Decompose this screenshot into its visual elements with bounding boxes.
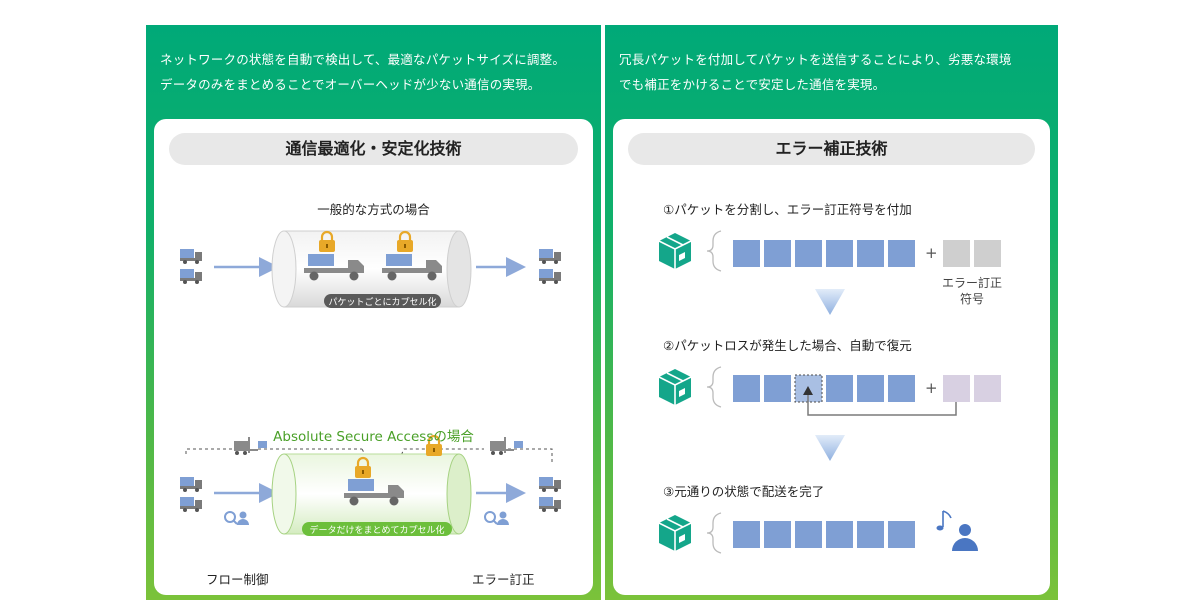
search-user-icon <box>224 510 250 526</box>
ecc-label: エラー訂正 符号 <box>931 275 1013 307</box>
cube-box-icon <box>658 232 692 270</box>
left-intro: ネットワークの状態を自動で検出して、最適なパケットサイズに調整。 データのみをま… <box>160 47 590 97</box>
general-heading: 一般的な方式の場合 <box>317 202 430 217</box>
error-correction-diagram <box>658 230 1001 554</box>
flow-control-label: フロー制御 <box>206 572 269 587</box>
general-tube-label: パケットごとにカプセル化 <box>328 298 437 308</box>
truck-icon <box>539 269 561 284</box>
right-intro-line1: 冗長パケットを付加してパケットを送信することにより、劣悪な環境 <box>619 52 1012 67</box>
packet-row-1 <box>733 240 1001 267</box>
right-panel: 冗長パケットを付加してパケットを送信することにより、劣悪な環境 でも補正をかける… <box>605 25 1058 600</box>
packet-row-3 <box>733 521 915 548</box>
left-intro-line1: ネットワークの状態を自動で検出して、最適なパケットサイズに調整。 <box>160 52 566 67</box>
cube-box-icon <box>658 514 692 552</box>
asa-tube-label: データだけをまとめてカプセル化 <box>309 526 445 536</box>
step3-label: ③元通りの状態で配送を完了 <box>663 484 825 499</box>
music-note-icon <box>936 510 952 531</box>
left-intro-line2: データのみをまとめることでオーバーヘッドが少ない通信の実現。 <box>160 77 541 92</box>
general-diagram <box>180 230 561 536</box>
search-user-icon <box>484 510 510 526</box>
truck-icon <box>180 497 202 512</box>
ecc-label-line1: エラー訂正 <box>941 276 1002 290</box>
asa-heading: Absolute Secure Accessの場合 <box>273 429 474 445</box>
right-card: エラー補正技術 ①パケットを分割し、エラー訂正符号を付加 ②パケットロスが発生し… <box>613 119 1050 595</box>
step2-label: ②パケットロスが発生した場合、自動で復元 <box>663 338 912 353</box>
truck-icon <box>539 477 561 492</box>
right-intro: 冗長パケットを付加してパケットを送信することにより、劣悪な環境 でも補正をかける… <box>619 47 1049 97</box>
left-panel: ネットワークの状態を自動で検出して、最適なパケットサイズに調整。 データのみをま… <box>146 25 601 600</box>
right-card-title: エラー補正技術 <box>628 133 1035 165</box>
plus-row1: + <box>925 244 938 262</box>
step1-label: ①パケットを分割し、エラー訂正符号を付加 <box>663 202 912 217</box>
cube-box-icon <box>658 368 692 406</box>
truck-icon <box>180 249 202 264</box>
truck-icon <box>539 249 561 264</box>
plus-row2: + <box>925 379 938 397</box>
error-correction-label: エラー訂正 <box>472 572 535 587</box>
truck-icon <box>180 477 202 492</box>
left-card: 通信最適化・安定化技術 一般的な方式の場合 <box>154 119 593 595</box>
right-intro-line2: でも補正をかけることで安定した通信を実現。 <box>619 77 886 92</box>
truck-icon <box>180 269 202 284</box>
truck-icon <box>539 497 561 512</box>
packet-row-2 <box>733 374 1001 403</box>
ecc-label-line2: 符号 <box>959 292 984 306</box>
person-icon <box>952 524 978 551</box>
left-card-title: 通信最適化・安定化技術 <box>169 133 578 165</box>
